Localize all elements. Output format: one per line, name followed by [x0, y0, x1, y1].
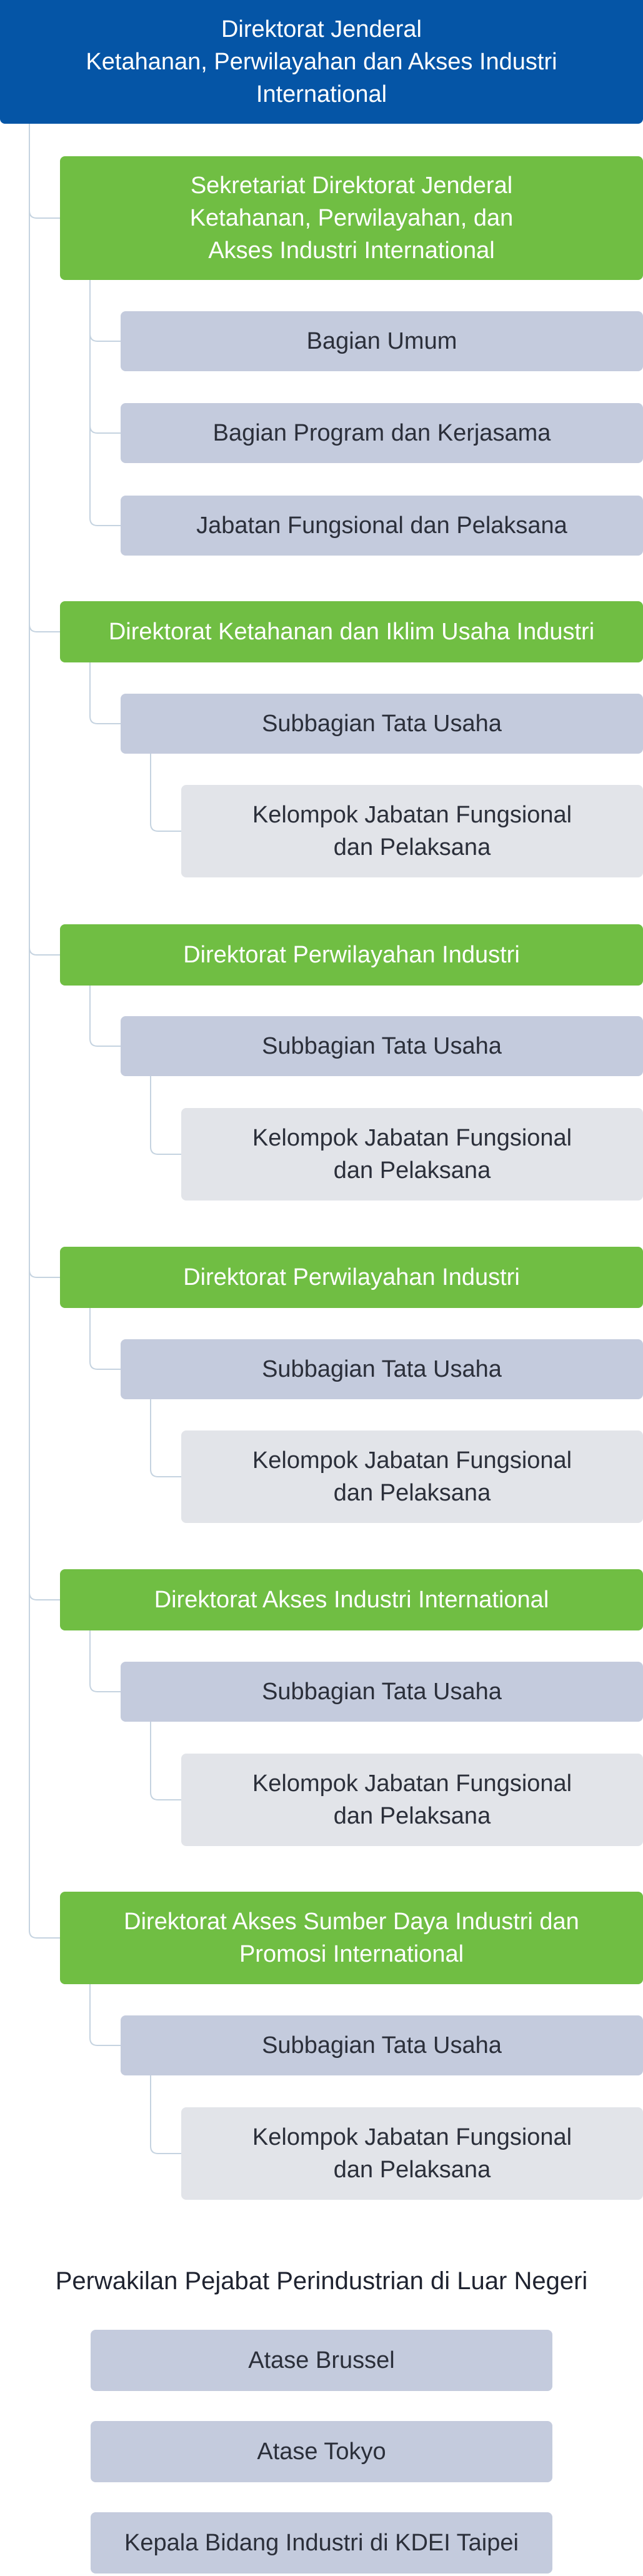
connector-line: [89, 986, 121, 1047]
secretariat-unit-general-affairs: Bagian Umum: [121, 311, 643, 371]
connector-line: [29, 124, 60, 1278]
connector-line: [150, 1722, 181, 1800]
functional-group-node: Kelompok Jabatan Fungsional dan Pelaksan…: [181, 1430, 643, 1523]
connector-line: [89, 280, 121, 434]
connector-line: [150, 1076, 181, 1155]
subsection-node: Subbagian Tata Usaha: [121, 1016, 643, 1076]
directorate-node: Direktorat Akses Industri International: [60, 1569, 643, 1630]
directorate-node: Direktorat Akses Sumber Daya Industri da…: [60, 1892, 643, 1984]
subsection-node: Subbagian Tata Usaha: [121, 2015, 643, 2075]
connector-line: [150, 754, 181, 832]
connector-line: [150, 1399, 181, 1477]
overseas-section-title: Perwakilan Pejabat Perindustrian di Luar…: [55, 2267, 588, 2295]
connector-line: [29, 124, 60, 956]
directorate-node: Direktorat Ketahanan dan Iklim Usaha Ind…: [60, 601, 643, 662]
connector-line: [29, 124, 60, 1939]
connector-line: [89, 280, 121, 342]
subsection-node: Subbagian Tata Usaha: [121, 1662, 643, 1722]
functional-group-node: Kelompok Jabatan Fungsional dan Pelaksan…: [181, 785, 643, 877]
subsection-node: Subbagian Tata Usaha: [121, 1339, 643, 1399]
root-node: Direktorat Jenderal Ketahanan, Perwilaya…: [0, 0, 643, 124]
connector-line: [89, 280, 121, 526]
connector-line: [29, 124, 60, 219]
connector-line: [89, 1984, 121, 2046]
functional-group-node: Kelompok Jabatan Fungsional dan Pelaksan…: [181, 2107, 643, 2200]
directorate-node: Direktorat Perwilayahan Industri: [60, 1247, 643, 1308]
secretariat-unit-functional-staff: Jabatan Fungsional dan Pelaksana: [121, 496, 643, 556]
connector-line: [29, 124, 60, 1600]
functional-group-node: Kelompok Jabatan Fungsional dan Pelaksan…: [181, 1108, 643, 1201]
connector-line: [150, 2075, 181, 2154]
connector-line: [89, 662, 121, 724]
secretariat-node: Sekretariat Direktorat Jenderal Ketahana…: [60, 156, 643, 280]
attache-brussels: Atase Brussel: [91, 2330, 552, 2391]
functional-group-node: Kelompok Jabatan Fungsional dan Pelaksan…: [181, 1754, 643, 1846]
subsection-node: Subbagian Tata Usaha: [121, 694, 643, 754]
connector-line: [89, 1630, 121, 1692]
secretariat-unit-program-cooperation: Bagian Program dan Kerjasama: [121, 403, 643, 463]
attache-tokyo: Atase Tokyo: [91, 2421, 552, 2482]
directorate-node: Direktorat Perwilayahan Industri: [60, 924, 643, 986]
industry-head-taipei: Kepala Bidang Industri di KDEI Taipei: [91, 2512, 552, 2574]
connector-line: [89, 1308, 121, 1370]
connector-line: [29, 124, 60, 632]
